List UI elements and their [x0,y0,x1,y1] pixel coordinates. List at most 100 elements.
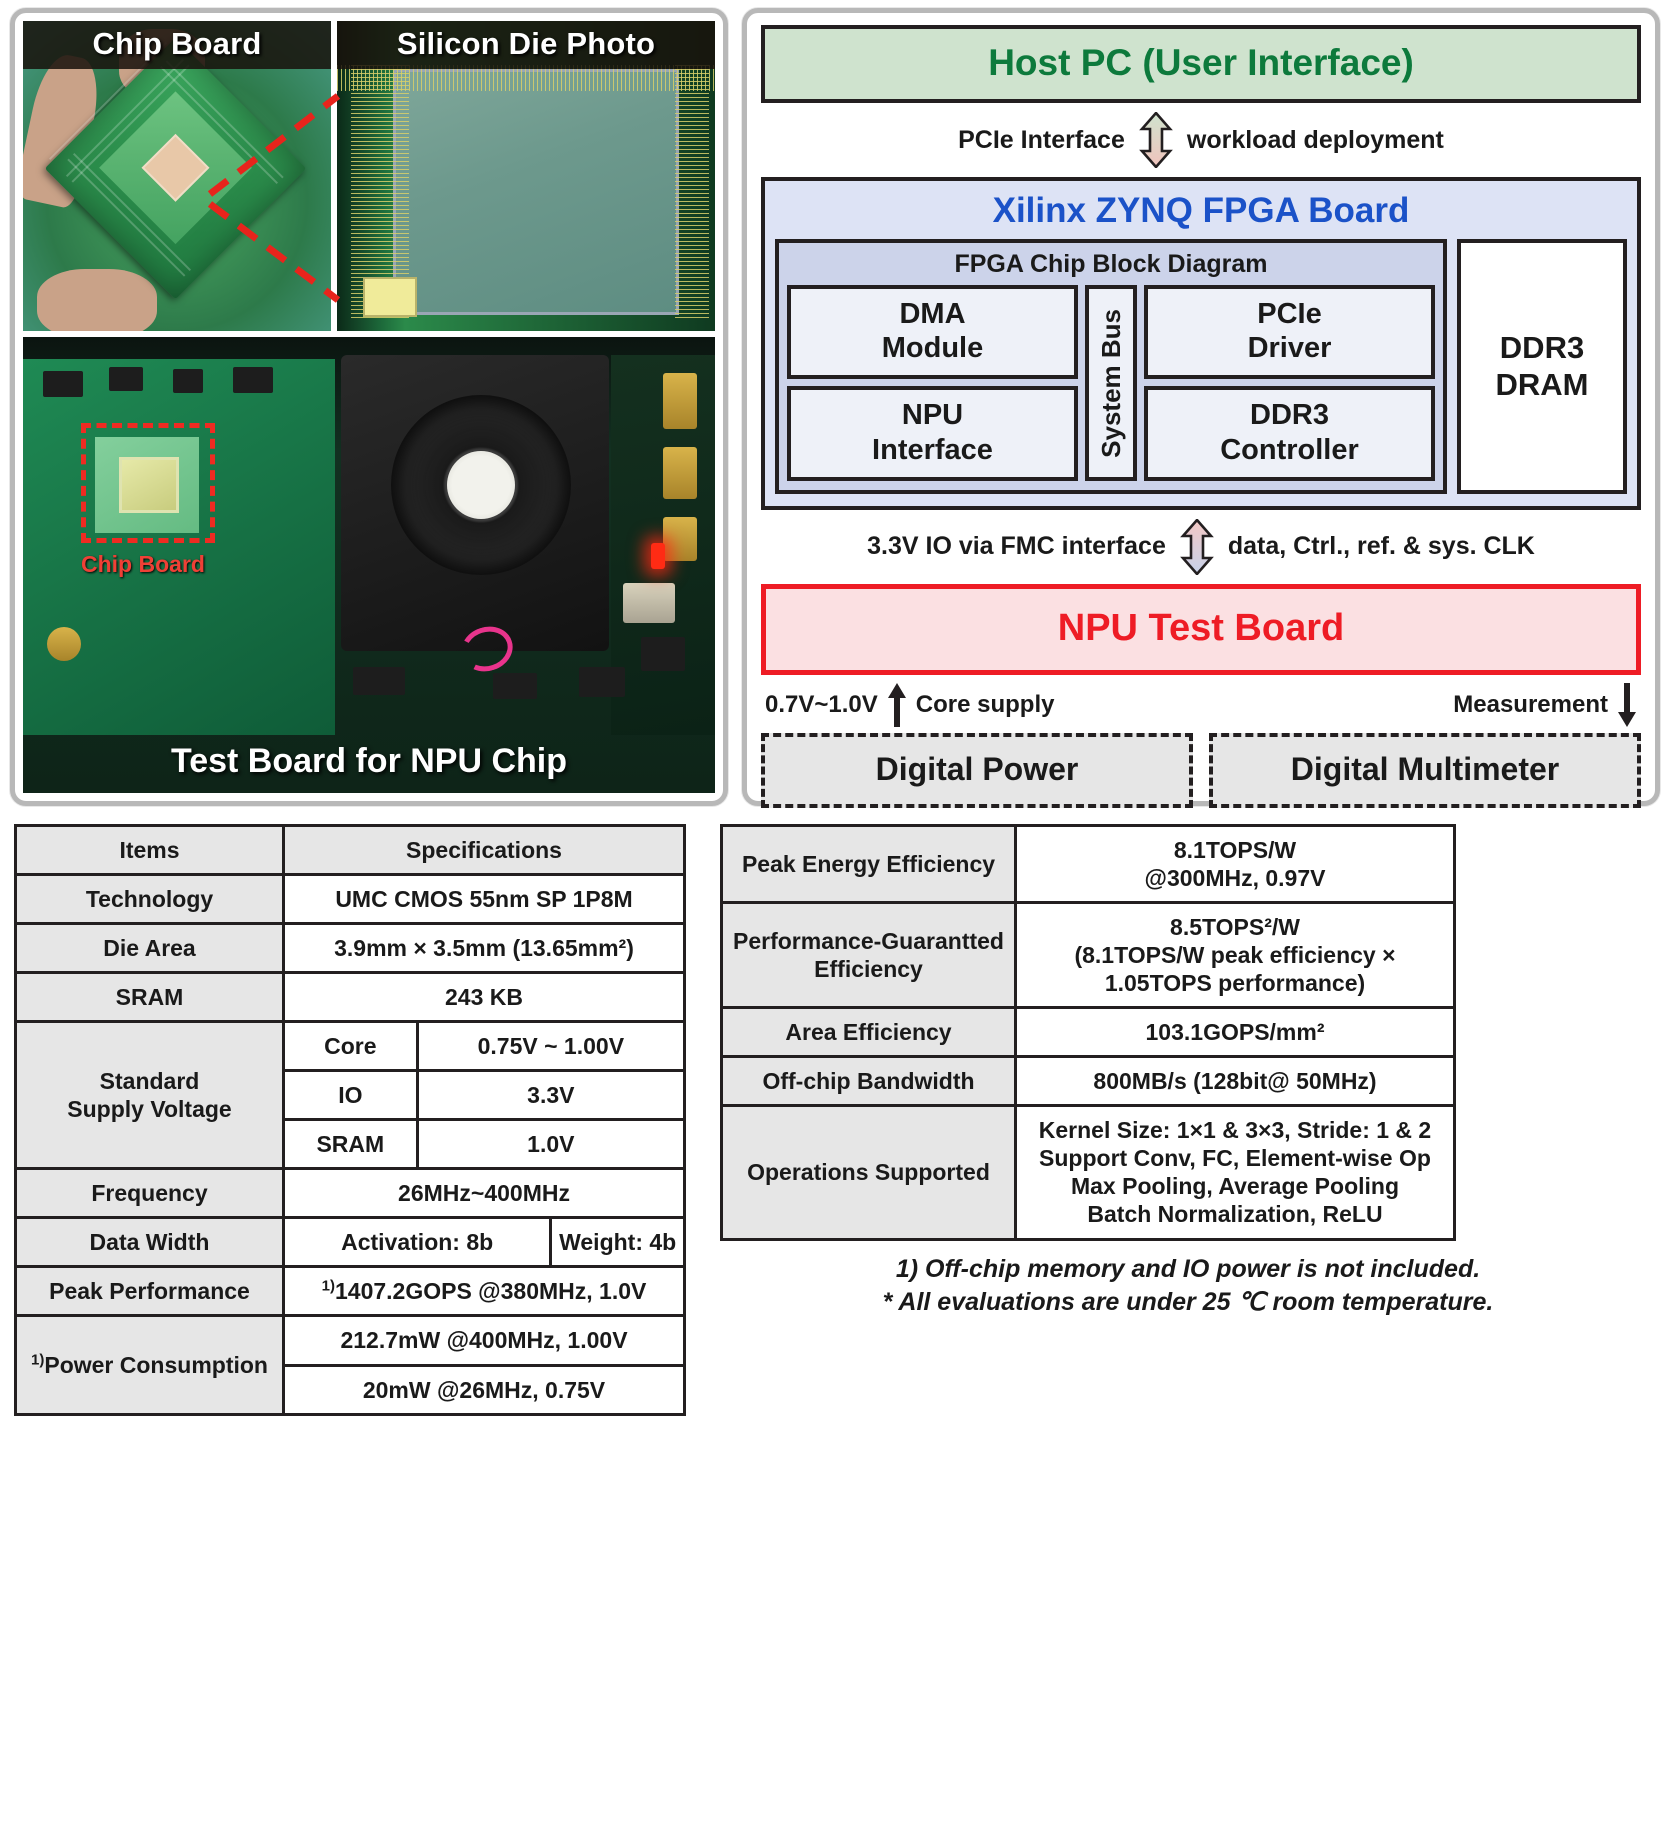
footnote-marker: 1) [31,1351,45,1369]
row-value-peak-performance: 1)1407.2GOPS @380MHz, 1.0V [282,1265,686,1318]
label-line: Performance-Guarantted [733,928,1004,955]
row-label-peak-energy-efficiency: Peak Energy Efficiency [720,823,1017,905]
top-row: Chip Board Silicon Die Photo [0,0,1670,808]
ddr3-dram-line1: DDR3 [1499,330,1585,366]
table-row: Peak Energy Efficiency 8.1TOPS/W @300MHz… [720,823,1456,905]
smd-component [43,371,83,397]
board-caption: Test Board for NPU Chip [170,742,568,780]
npu-test-board-block: NPU Test Board [761,583,1641,675]
table-row: SRAM 243 KB [14,971,686,1024]
sma-connector [47,627,81,661]
left-table-wrap: Items Specifications Technology UMC CMOS… [14,823,704,1416]
value-line: @300MHz, 0.97V [1144,865,1326,892]
ddr3-dram-line2: DRAM [1495,367,1589,403]
value-line: Batch Normalization, ReLU [1087,1201,1383,1228]
footnote-marker: 1) [321,1277,335,1295]
row-value-area-efficiency: 103.1GOPS/mm² [1014,1006,1456,1059]
col-header-specifications: Specifications [282,823,686,877]
system-bus-block: System Bus [1085,285,1137,481]
measurement-row: 0.7V~1.0V Core supply Measurement [761,675,1641,733]
row-label-sram: SRAM [14,971,285,1024]
bidirectional-arrow-icon [1179,518,1214,575]
connector [663,447,697,499]
row-value-sram: 243 KB [282,971,686,1024]
row-label-performance-guaranteed-efficiency: Performance-Guarantted Efficiency [720,901,1017,1010]
footnotes-block: 1) Off-chip memory and IO power is not i… [720,1241,1656,1319]
arrow-down-icon [1618,682,1636,727]
system-diagram-panel: Host PC (User Interface) PCIe Interface … [742,8,1660,808]
table-row: Technology UMC CMOS 55nm SP 1P8M [14,873,686,926]
row-label-power-consumption: 1)Power Consumption [14,1314,285,1416]
table-row: 20mW @26MHz, 0.75V [16,1363,686,1416]
smd-component [493,673,537,699]
performance-summary-table: Peak Energy Efficiency 8.1TOPS/W @300MHz… [720,823,1456,1241]
digital-multimeter-block: Digital Multimeter [1209,732,1641,808]
fan-hub [447,451,515,519]
smd-component [233,367,273,393]
value-line: (8.1TOPS/W peak efficiency × [1074,942,1396,969]
pcie-driver-block: PCIe Driver [1144,285,1435,380]
row-label-peak-performance: Peak Performance [14,1265,285,1318]
chip-board-photo: Chip Board [23,21,331,331]
connector [663,373,697,429]
host-pc-block: Host PC (User Interface) [761,25,1641,103]
peak-performance-value: 1407.2GOPS @380MHz, 1.0V [334,1278,647,1305]
die-bond-pads-top [337,65,715,91]
arrow-up-icon [887,682,906,727]
npu-interface-line1: NPU [901,399,964,432]
smd-component [173,369,203,393]
supply-sub-name-core: Core [282,1020,419,1073]
power-consumption-value-1: 212.7mW @400MHz, 1.00V [282,1314,686,1367]
fpga-left-column: DMA Module NPU Interface [787,285,1078,481]
dma-module-line1: DMA [899,298,966,330]
fpga-board-block: Xilinx ZYNQ FPGA Board FPGA Chip Block D… [761,177,1641,510]
smd-component [641,637,685,671]
table-row: SRAM 1.0V [16,1118,687,1171]
supply-sub-value-core: 0.75V ~ 1.00V [415,1020,687,1073]
pcie-interface-row: PCIe Interface workload deployment [761,103,1641,177]
smd-component [353,667,405,695]
table-row: IO 3.3V [16,1069,687,1122]
fpga-inner-row: FPGA Chip Block Diagram DMA Module NPU I… [775,239,1627,494]
footnote-1: 1) Off-chip memory and IO power is not i… [895,1254,1481,1283]
data-width-weight: Weight: 4b [549,1216,686,1269]
power-consumption-label: Power Consumption [44,1351,268,1378]
supply-sub-value-io: 3.3V [415,1069,687,1122]
smd-component [109,367,143,391]
value-line: Support Conv, FC, Element-wise Op [1039,1145,1431,1172]
chip-board-label: Chip Board [23,21,331,69]
measurement-label: Measurement [1453,690,1608,718]
smd-component [579,667,625,697]
core-supply-voltage-label: 0.7V~1.0V [765,690,878,718]
pcie-interface-label: PCIe Interface [958,125,1125,154]
data-width-activation: Activation: 8b [281,1216,553,1269]
table-row: Area Efficiency 103.1GOPS/mm² [720,1006,1456,1059]
finger-shape-2 [37,269,157,331]
row-label-area-efficiency: Area Efficiency [720,1006,1017,1059]
core-supply-group: 0.7V~1.0V Core supply [765,682,1054,727]
row-label-die-area: Die Area [14,922,285,975]
table-row: Data Width Activation: 8b Weight: 4b [14,1216,686,1269]
chip-board-annotation: Chip Board [81,551,205,577]
row-label-data-width: Data Width [14,1216,285,1269]
table-row: Die Area 3.9mm × 3.5mm (13.65mm²) [14,922,686,975]
die-bond-pads-right [675,65,709,321]
connector [663,517,697,561]
die-sub-block [363,277,417,317]
row-label-frequency: Frequency [14,1167,285,1220]
chip-board-highlight-box [81,423,215,543]
table-row: Performance-Guarantted Efficiency 8.5TOP… [720,901,1456,1010]
npu-chip-package [119,457,179,513]
fpga-chip-title: FPGA Chip Block Diagram [954,250,1268,278]
table-row: Peak Performance 1)1407.2GOPS @380MHz, 1… [14,1265,686,1318]
digital-power-block: Digital Power [761,732,1193,808]
row-value-operations-supported: Kernel Size: 1×1 & 3×3, Stride: 1 & 2 Su… [1014,1104,1456,1241]
die-core-area [393,69,679,315]
supply-sub-name-io: IO [282,1069,419,1122]
npu-interface-block: NPU Interface [787,386,1078,481]
supply-label-line2: Supply Voltage [67,1096,232,1123]
row-label-supply-voltage: Standard Supply Voltage [14,1020,285,1171]
table-row: Off-chip Bandwidth 800MB/s (128bit@ 50MH… [720,1055,1456,1108]
supply-sub-name-sram: SRAM [282,1118,419,1171]
fpga-chip-block: FPGA Chip Block Diagram DMA Module NPU I… [775,239,1447,494]
